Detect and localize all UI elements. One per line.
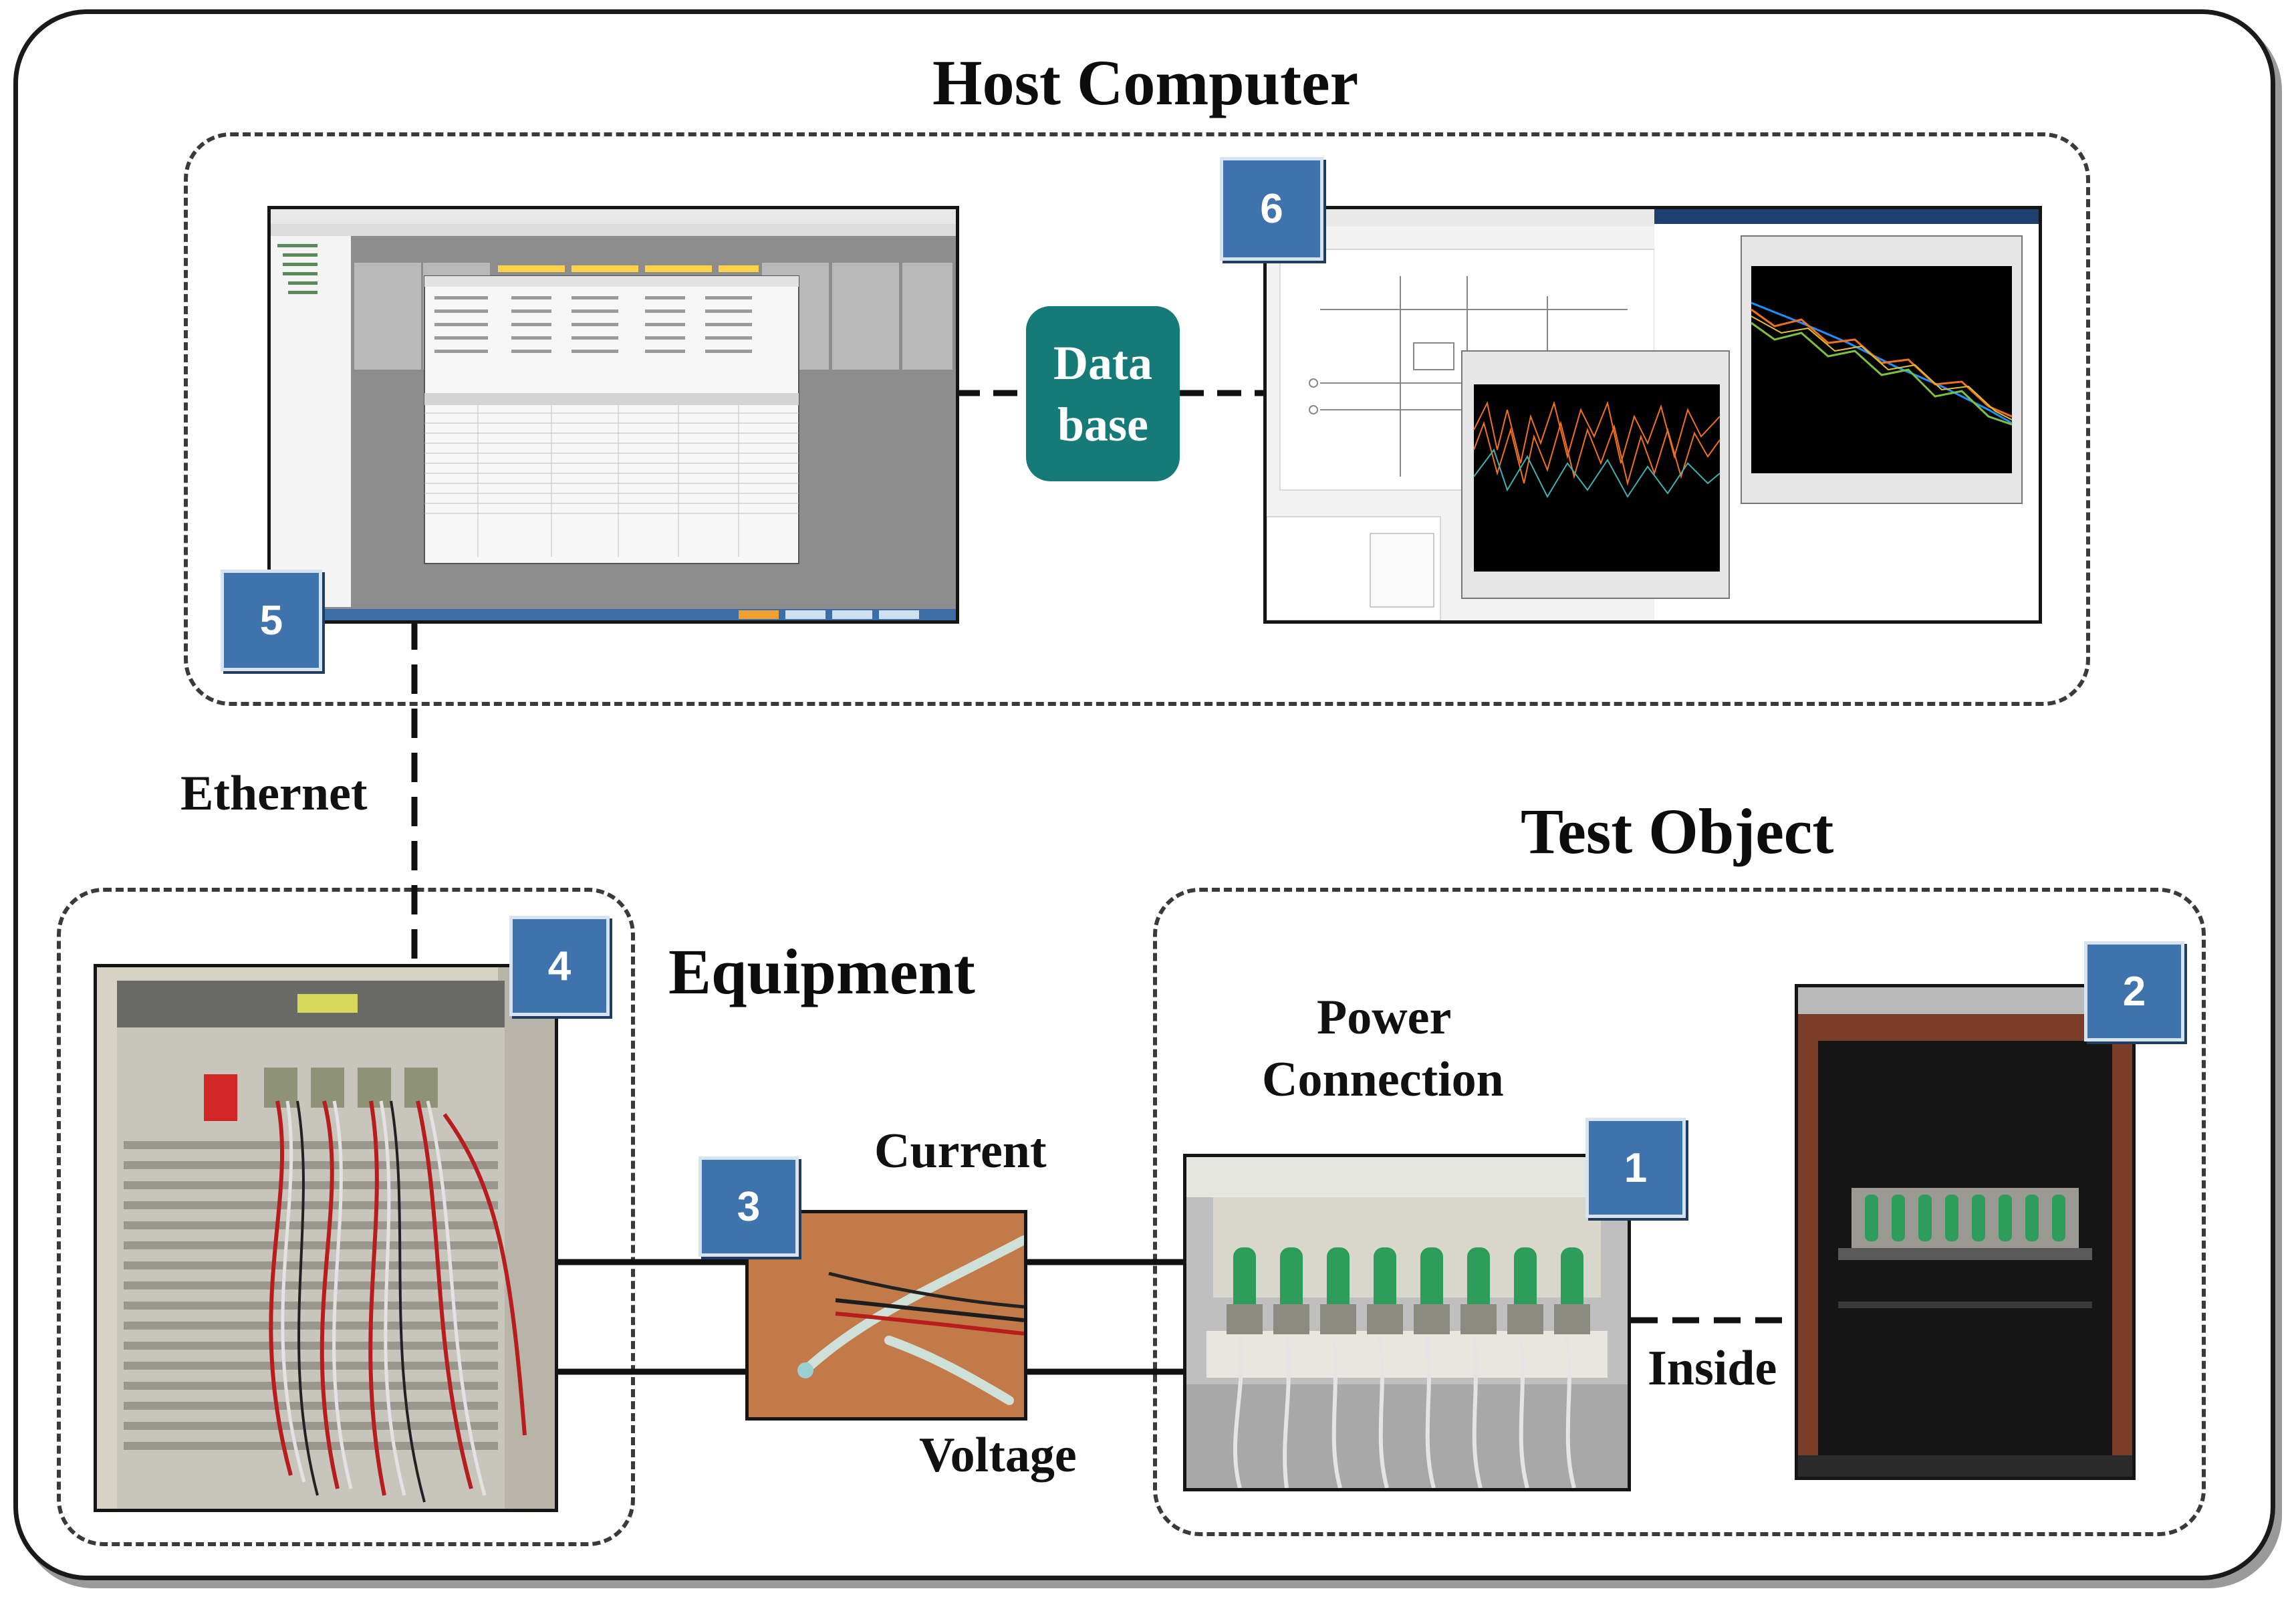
- host-computer-group: [184, 132, 2090, 706]
- badge-3: 3: [698, 1156, 799, 1257]
- database-node: Data base: [1026, 306, 1180, 481]
- climate-chamber-photo: [1795, 984, 2136, 1480]
- badge-2: 2: [2084, 941, 2184, 1041]
- equipment-group: [57, 888, 635, 1546]
- badge-4: 4: [509, 916, 610, 1016]
- voltage-label: Voltage: [919, 1428, 1077, 1483]
- outer-frame: [13, 9, 2275, 1580]
- badge-1: 1: [1585, 1118, 1686, 1218]
- badge-5: 5: [221, 570, 322, 671]
- database-label-line2: base: [1057, 398, 1149, 451]
- monitoring-software-screenshot: [267, 206, 959, 624]
- database-label-line1: Data: [1053, 336, 1152, 390]
- badge-6: 6: [1220, 157, 1323, 261]
- current-label: Current: [874, 1124, 1047, 1179]
- ethernet-label: Ethernet: [180, 766, 368, 821]
- battery-fixture-photo: [1183, 1154, 1631, 1491]
- test-object-group: [1153, 888, 2206, 1536]
- power-connection-label-line1: Power: [1317, 990, 1452, 1045]
- simulation-software-screenshot: [1263, 206, 2042, 624]
- host-computer-title: Host Computer: [932, 47, 1359, 118]
- battery-cycler-photo: [94, 964, 558, 1512]
- test-object-title: Test Object: [1521, 795, 1834, 867]
- power-connection-label-line2: Connection: [1262, 1052, 1504, 1107]
- inside-label: Inside: [1648, 1341, 1777, 1396]
- equipment-title: Equipment: [668, 936, 975, 1007]
